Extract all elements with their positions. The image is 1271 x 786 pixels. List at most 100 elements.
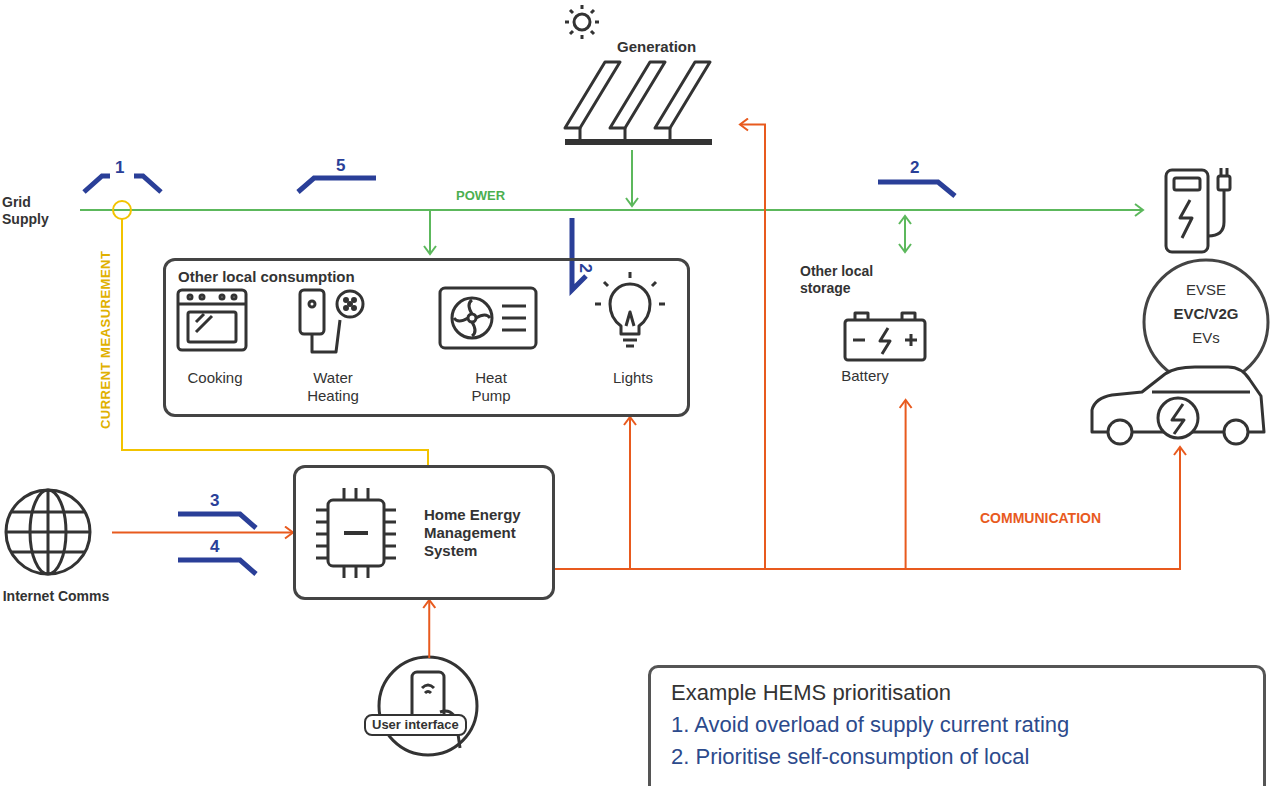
consumption-group-box: Cooking Water Heating Heat Pump Lights Other… bbox=[163, 258, 690, 417]
cooker-icon bbox=[178, 290, 246, 350]
current-measurement-wire bbox=[113, 201, 428, 465]
appliance-node: Lights bbox=[588, 369, 678, 389]
callout-arrow bbox=[178, 560, 256, 574]
light-bulb-icon bbox=[595, 272, 665, 346]
battery-icon bbox=[845, 320, 925, 360]
heat-pump-icon bbox=[468, 314, 476, 322]
solar-panel-icon bbox=[610, 62, 665, 128]
ev-node: EVSEEVC/V2GEVs bbox=[1145, 165, 1267, 447]
callout-arrow bbox=[572, 218, 586, 290]
heat-pump-icon bbox=[440, 288, 536, 348]
appliance-node: Cooking bbox=[170, 369, 260, 389]
ev-circle bbox=[1144, 260, 1268, 384]
node-text: 2. Prioritise self-consumption of local bbox=[671, 744, 1029, 770]
water-heater-icon bbox=[300, 290, 324, 334]
callout-number: 3 bbox=[210, 491, 219, 511]
car-icon bbox=[1224, 420, 1248, 444]
appliance-node: Heat Pump bbox=[446, 369, 536, 407]
communication-link bbox=[555, 400, 906, 569]
battery-icon bbox=[845, 313, 925, 360]
node-label: Generation bbox=[617, 38, 696, 56]
cooker-icon bbox=[200, 295, 204, 299]
globe-icon bbox=[6, 490, 90, 574]
power-line bbox=[80, 209, 1143, 211]
node-label: Lights bbox=[588, 369, 678, 387]
node-text: EVs bbox=[1145, 329, 1267, 347]
car-icon bbox=[1152, 391, 1250, 394]
communication-link bbox=[112, 532, 293, 534]
appliance-node: Water Heating bbox=[288, 369, 378, 407]
cooker-icon bbox=[188, 295, 192, 299]
water-heater-icon bbox=[300, 290, 363, 352]
solar-panel-icon bbox=[565, 62, 620, 128]
communication-link bbox=[555, 447, 1180, 569]
phone-icon bbox=[379, 657, 477, 755]
water-heater-icon bbox=[353, 307, 356, 310]
node-label: Heat Pump bbox=[461, 369, 521, 405]
callout-number: 2 bbox=[910, 158, 919, 178]
cooker-icon bbox=[178, 290, 246, 350]
node-label: Other local consumption bbox=[178, 268, 355, 286]
heat-pump-icon bbox=[502, 306, 526, 330]
communication-link bbox=[428, 600, 430, 658]
globe-icon bbox=[6, 490, 90, 574]
interface-tag: User interface bbox=[364, 714, 467, 736]
internet-node: Internet Comms bbox=[0, 470, 112, 610]
ev-charger-icon bbox=[1166, 170, 1208, 252]
current-measurement-wire bbox=[122, 219, 428, 465]
battery-node: Other local storageBattery bbox=[795, 255, 935, 400]
power-line bbox=[631, 150, 633, 206]
current-measurement-wire bbox=[113, 201, 131, 219]
phone-icon bbox=[379, 657, 477, 755]
node-label: Water Heating bbox=[303, 369, 363, 405]
car-icon bbox=[1092, 367, 1264, 444]
solar-panel-icon bbox=[580, 128, 670, 142]
node-label: Cooking bbox=[170, 369, 260, 387]
solar-panel-icon bbox=[574, 14, 590, 30]
node-label: Internet Comms bbox=[0, 588, 112, 605]
supply-label: Grid Supply bbox=[2, 194, 64, 228]
node-text: Battery bbox=[795, 367, 935, 385]
cooker-icon bbox=[188, 312, 236, 342]
solar-panel-icon bbox=[565, 5, 712, 142]
callout-arrow bbox=[134, 176, 161, 192]
phone-icon bbox=[422, 685, 434, 693]
heat-pump-icon bbox=[452, 298, 492, 338]
cooker-icon bbox=[232, 295, 236, 299]
water-heater-icon bbox=[337, 291, 363, 317]
hems-box: Home Energy Management System bbox=[293, 465, 555, 600]
battery-icon bbox=[880, 328, 890, 354]
callout-arrow bbox=[84, 176, 110, 192]
solar-panel-icon bbox=[565, 5, 599, 39]
callout-arrow bbox=[298, 178, 376, 192]
heat-pump-icon bbox=[454, 300, 490, 336]
light-bulb-icon bbox=[623, 340, 637, 346]
node-label: Other local storage bbox=[800, 263, 880, 297]
callout-arrow bbox=[878, 182, 955, 196]
power-line bbox=[904, 216, 906, 252]
cooker-icon bbox=[196, 314, 212, 332]
power-label: POWER bbox=[456, 188, 505, 204]
globe-icon bbox=[6, 490, 90, 574]
ev-charger-icon bbox=[1208, 190, 1224, 236]
legend-box: Example HEMS prioritisation1. Avoid over… bbox=[648, 665, 1266, 786]
ev-charger-icon bbox=[1180, 200, 1192, 238]
heat-pump-icon bbox=[440, 288, 536, 348]
chip-icon bbox=[344, 531, 368, 535]
water-heater-icon bbox=[312, 320, 340, 352]
ev-charger-icon bbox=[1174, 178, 1200, 190]
chip-icon bbox=[384, 510, 396, 558]
node-label: Home Energy Management System bbox=[424, 506, 549, 560]
water-heater-icon bbox=[345, 307, 348, 310]
callout-number: 4 bbox=[210, 537, 219, 557]
measurement-label: CURRENT MEASUREMENT bbox=[98, 251, 114, 430]
solar-panel-icon bbox=[565, 139, 712, 145]
car-icon bbox=[1108, 420, 1132, 444]
user-interface-node: User interface bbox=[360, 652, 494, 760]
callout-number: 5 bbox=[336, 156, 345, 176]
generation-node: Generation bbox=[555, 0, 740, 150]
power-line bbox=[429, 210, 431, 254]
